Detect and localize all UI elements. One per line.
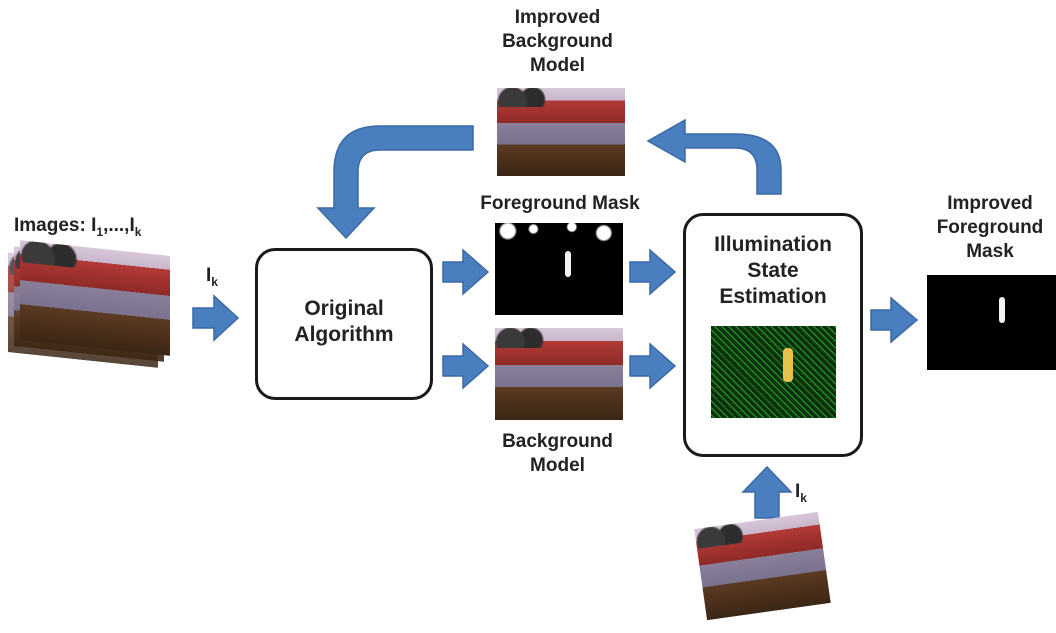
illumination-state-estimation-box: Illumination State Estimation <box>683 213 863 457</box>
improved-fg-mask-label: Improved Foreground Mask <box>936 193 1044 262</box>
arrow-bottom-input-to-illumination <box>741 465 793 519</box>
ik-input-label: Ik <box>206 265 218 289</box>
improved-fg-mask-image <box>927 275 1056 370</box>
input-images-stack <box>8 240 170 368</box>
input-images-label: Images: I1,...,Ik <box>14 215 142 239</box>
bottom-input-image <box>694 511 831 621</box>
arrow-algorithm-to-fg-mask <box>442 248 490 296</box>
arrow-illumination-to-improved-bg <box>646 118 782 195</box>
original-algorithm-label: Original Algorithm <box>294 297 394 346</box>
foreground-mask-label: Foreground Mask <box>480 193 640 214</box>
ik-bottom-label: Ik <box>795 481 807 505</box>
illumination-estimation-image <box>711 326 836 418</box>
arrow-bg-model-to-illumination <box>629 342 677 390</box>
background-model-image <box>495 328 623 420</box>
foreground-mask-image <box>495 223 623 315</box>
arrow-improved-bg-to-algorithm <box>316 125 474 240</box>
arrow-algorithm-to-bg-model <box>442 342 490 390</box>
original-algorithm-box: Original Algorithm <box>255 248 433 400</box>
improved-bg-model-label: Improved Background Model <box>502 7 613 76</box>
background-model-label: Background Model <box>502 431 613 476</box>
input-image-front <box>20 240 170 356</box>
illumination-state-estimation-label: Illumination State Estimation <box>714 233 832 308</box>
improved-bg-model-image <box>497 88 625 176</box>
arrow-input-to-algorithm <box>192 294 240 342</box>
arrow-illumination-to-improved-fg <box>870 296 919 344</box>
arrow-fg-mask-to-illumination <box>629 248 677 296</box>
